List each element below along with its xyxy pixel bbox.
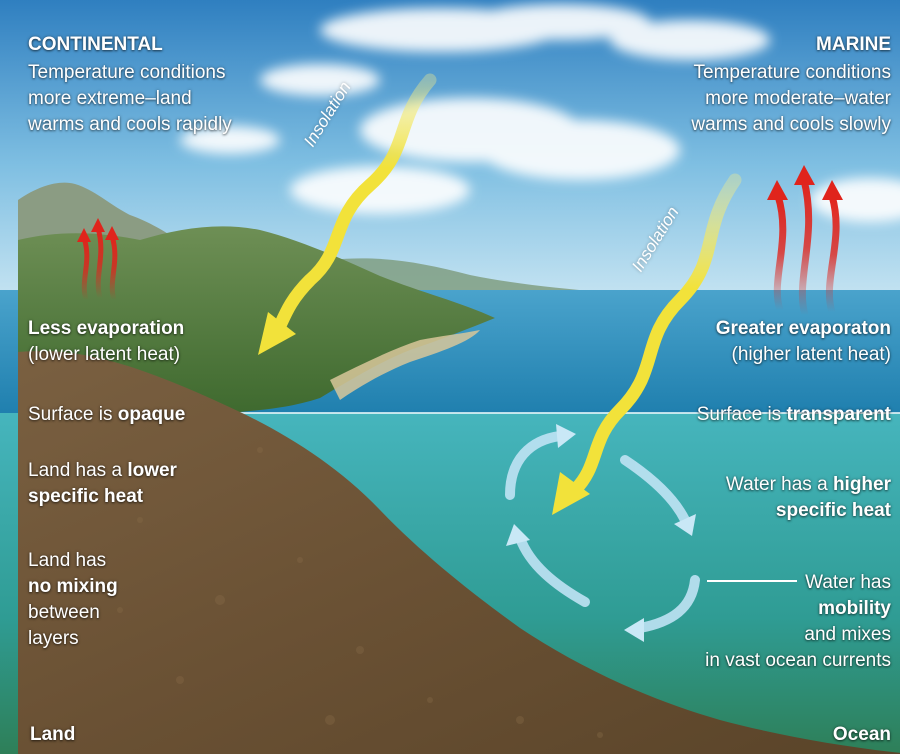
continental-desc-3: warms and cools rapidly [28, 112, 232, 138]
marine-desc-3: warms and cools slowly [691, 112, 891, 138]
continental-desc-2: more extreme–land [28, 86, 192, 112]
land-mix-line1: Land has [28, 548, 106, 574]
ocean-heat-pre: Water has a [726, 474, 833, 495]
ocean-heat-line2: specific heat [776, 498, 891, 524]
continental-title: CONTINENTAL [28, 32, 163, 58]
ocean-evap-sub: (higher latent heat) [732, 342, 892, 368]
land-surface-pre: Surface is [28, 404, 118, 425]
ocean-heat-line1: Water has a higher [726, 472, 891, 498]
land-evap-bold: Less evaporation [28, 316, 184, 342]
land-heat-pre: Land has a [28, 460, 127, 481]
land-heat-line1: Land has a lower [28, 458, 177, 484]
land-mix-line4: layers [28, 626, 79, 652]
marine-desc-1: Temperature conditions [694, 60, 892, 86]
ocean-evap-bold: Greater evaporaton [716, 316, 891, 342]
land-evap-sub: (lower latent heat) [28, 342, 180, 368]
marine-desc-2: more moderate–water [705, 86, 891, 112]
marine-title: MARINE [816, 32, 891, 58]
land-mix-bold: no mixing [28, 574, 118, 600]
land-surface: Surface is opaque [28, 402, 185, 428]
ocean-surface: Surface is transparent [697, 402, 891, 428]
ocean-mob-line4: in vast ocean currents [705, 648, 891, 674]
ocean-mob-line1: Water has [805, 570, 891, 596]
ocean-heat-bold: higher [833, 474, 891, 495]
continental-desc-1: Temperature conditions [28, 60, 226, 86]
land-heat-line2: specific heat [28, 484, 143, 510]
land-heat-bold: lower [127, 460, 177, 481]
frame-edge [900, 0, 911, 754]
land-mix-line3: between [28, 600, 100, 626]
land-corner-label: Land [30, 722, 75, 748]
ocean-surface-bold: transparent [786, 404, 891, 425]
ocean-corner-label: Ocean [833, 722, 891, 748]
land-surface-bold: opaque [118, 404, 186, 425]
ocean-mob-line3: and mixes [804, 622, 891, 648]
ocean-mob-bold: mobility [818, 596, 891, 622]
ocean-surface-pre: Surface is [697, 404, 787, 425]
